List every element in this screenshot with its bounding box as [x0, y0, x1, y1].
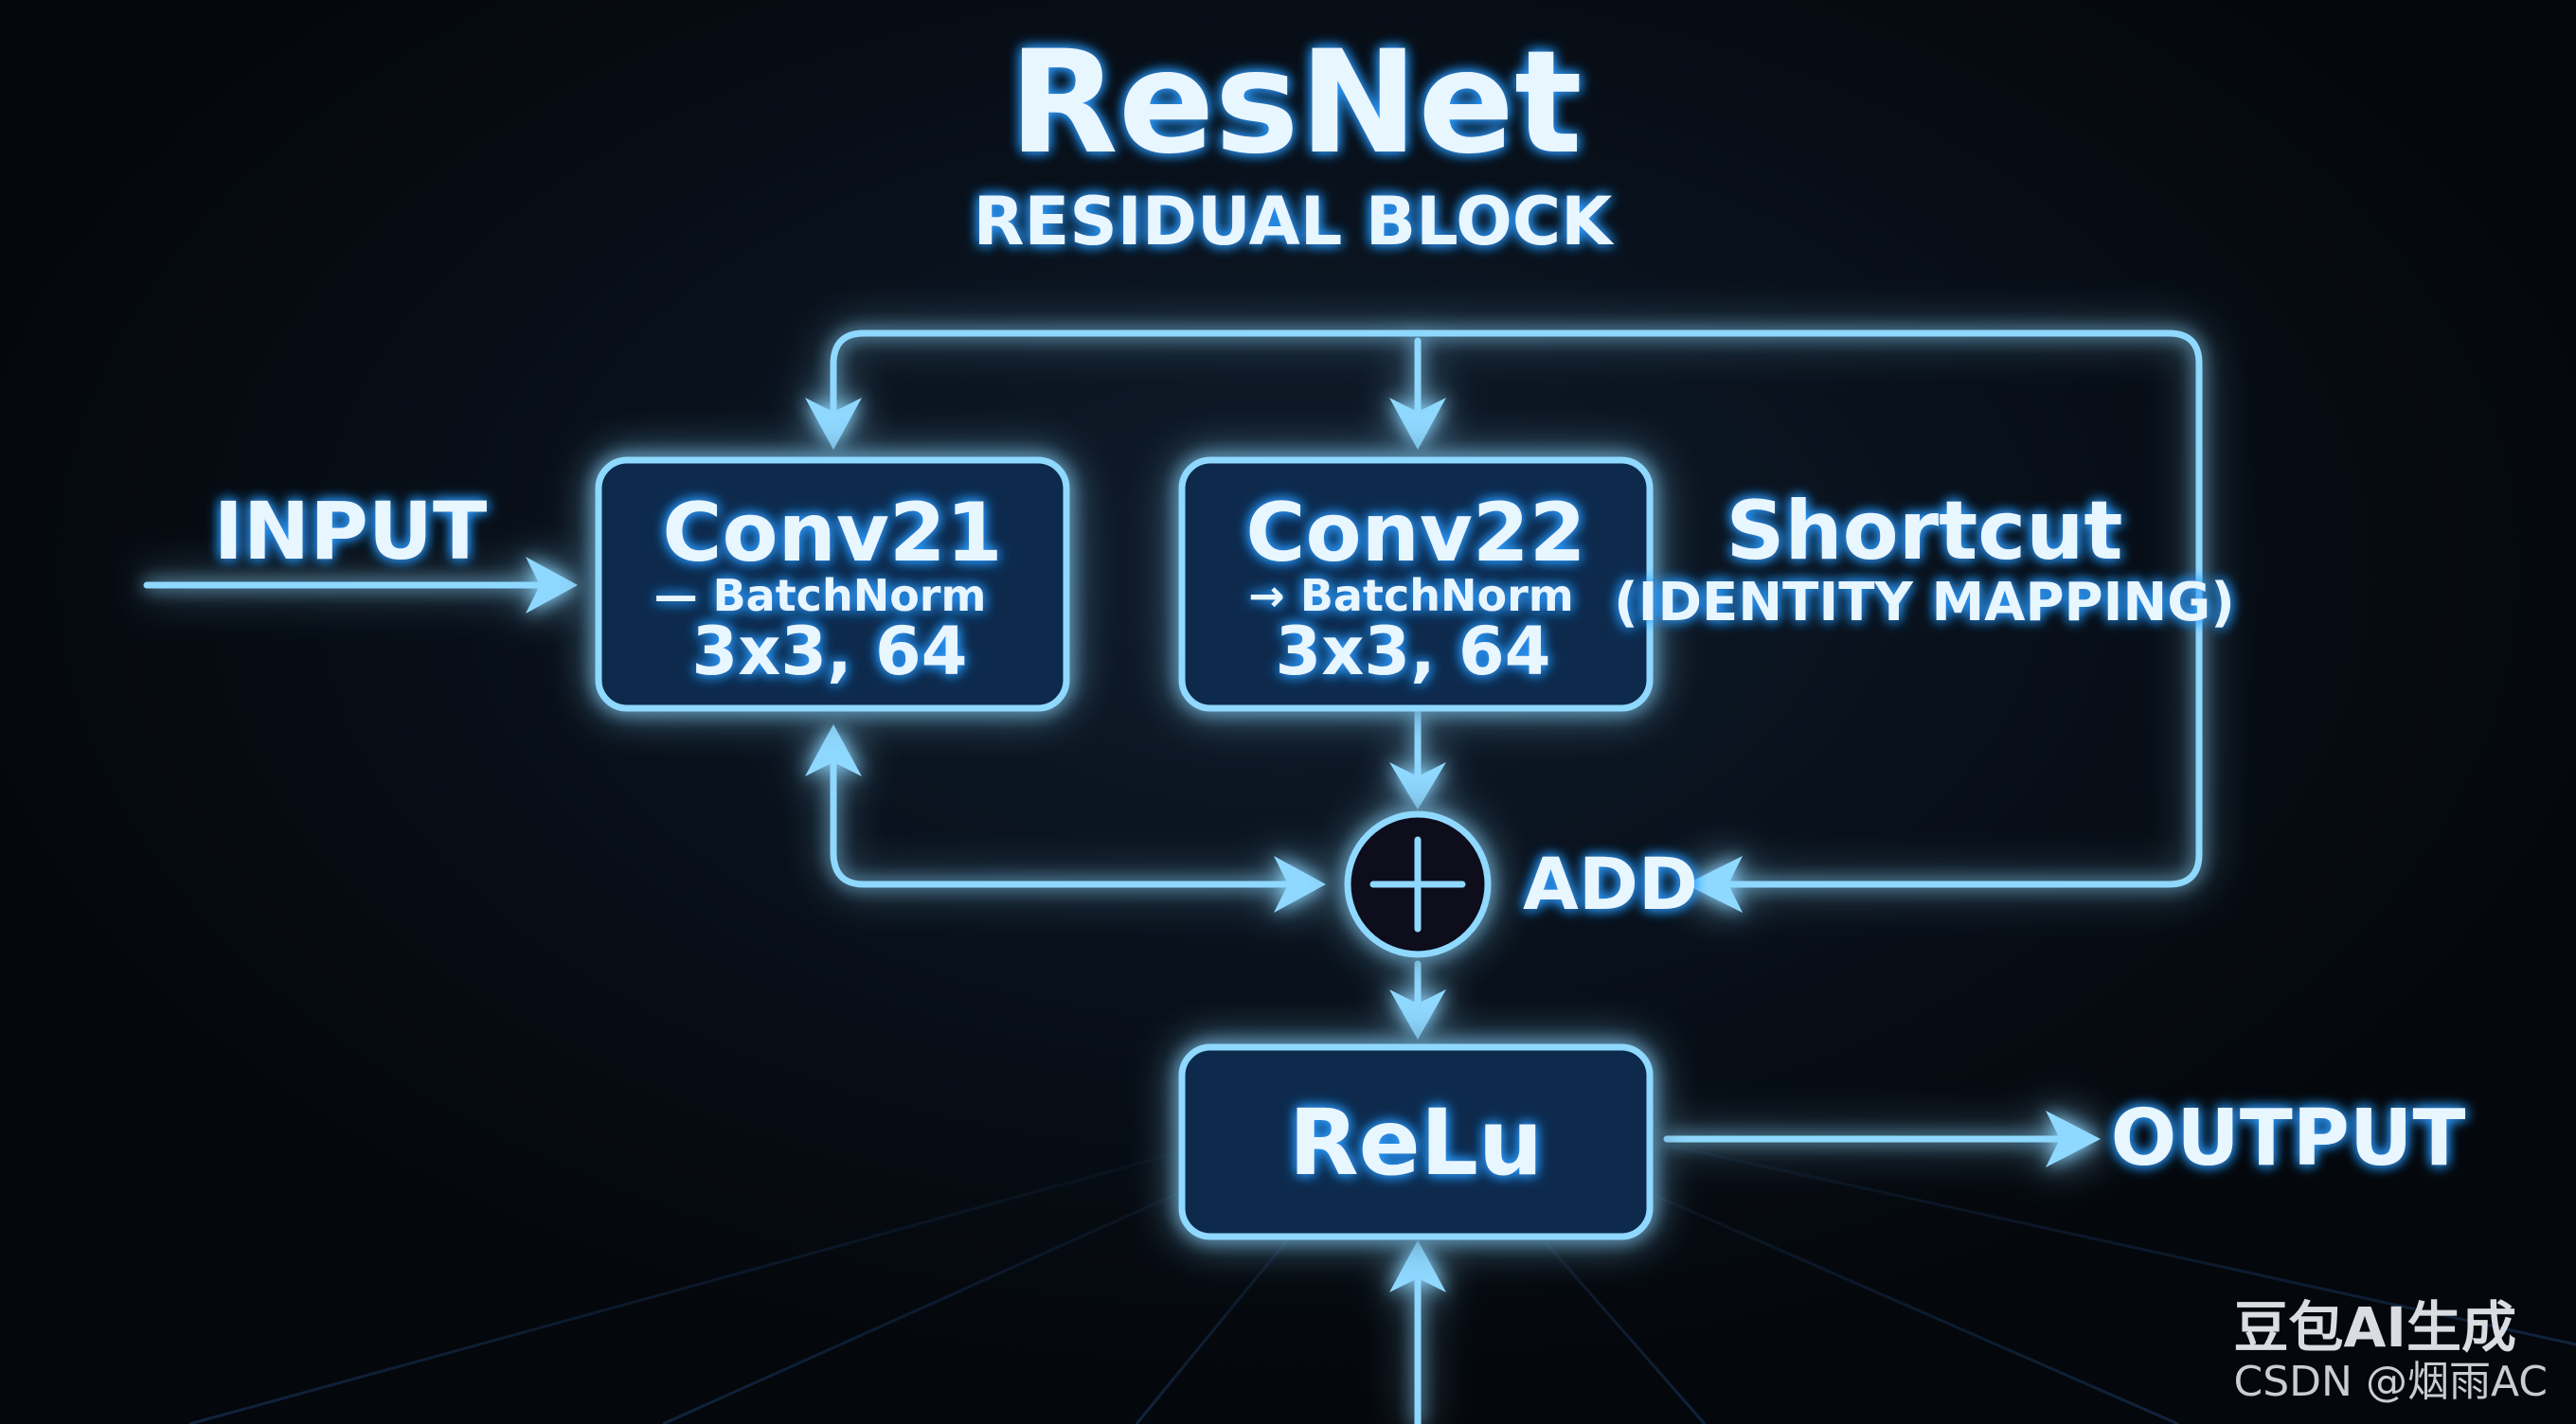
watermark: 豆包AI生成 CSDN @烟雨AC	[2234, 1297, 2548, 1407]
watermark-line-2: CSDN @烟雨AC	[2233, 1358, 2548, 1406]
connections	[143, 329, 2203, 1424]
conv22-add-arrowhead	[1389, 762, 1446, 810]
input-label: INPUT	[214, 485, 488, 578]
conv21-bottom-arrowhead	[805, 724, 862, 776]
conv21-name: Conv21	[662, 486, 1002, 580]
conv22-input-arrowhead	[1389, 398, 1446, 450]
page-subtitle: RESIDUAL BLOCK	[974, 183, 1615, 260]
shortcut-path	[830, 329, 2203, 888]
conv21-box	[595, 456, 1070, 712]
conv21-add-path	[830, 754, 1297, 888]
shortcut-detail: (IDENTITY MAPPING)	[1614, 572, 2235, 633]
watermark-line-1: 豆包AI生成	[2233, 1295, 2516, 1360]
add-label: ADD	[1523, 842, 1698, 926]
relu-box	[1178, 1043, 1654, 1240]
conv21-add-arrowhead	[1274, 856, 1326, 913]
add-relu-arrowhead	[1389, 989, 1446, 1040]
conv21-batchnorm: — BatchNorm	[654, 570, 987, 621]
conv21-spec: 3x3, 64	[692, 613, 968, 690]
output-arrowhead	[2046, 1111, 2101, 1167]
conv22-name: Conv22	[1245, 486, 1585, 580]
boxes	[595, 456, 1654, 1240]
conv22-spec: 3x3, 64	[1276, 613, 1551, 690]
output-label: OUTPUT	[2111, 1094, 2466, 1184]
conv22-box	[1178, 456, 1654, 712]
relu-label: ReLu	[1289, 1090, 1544, 1196]
shortcut-add-arrowhead	[1686, 856, 1743, 913]
conv22-batchnorm: → BatchNorm	[1248, 570, 1573, 621]
conv21-top-arrowhead	[805, 398, 862, 450]
page-title: ResNet	[1009, 21, 1583, 186]
input-arrowhead	[526, 557, 578, 614]
relu-bottom-arrowhead	[1389, 1240, 1446, 1292]
shortcut-name: Shortcut	[1726, 484, 2122, 578]
